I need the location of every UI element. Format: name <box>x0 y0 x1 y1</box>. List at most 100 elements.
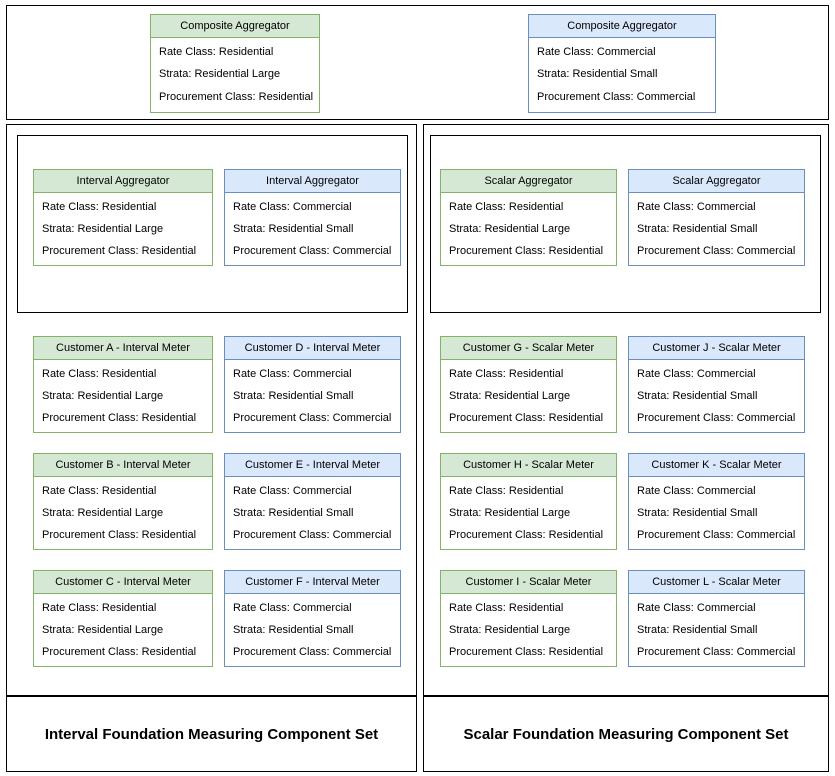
interval-meter-card-attribute: Rate Class: Commercial <box>233 367 352 380</box>
scalar-meter-card-attribute: Procurement Class: Commercial <box>637 528 796 541</box>
scalar-aggregator-card-attribute: Strata: Residential Large <box>449 222 571 235</box>
interval-meter-card-attribute: Rate Class: Residential <box>42 484 157 497</box>
scalar-meter-card-attribute: Rate Class: Commercial <box>637 601 756 614</box>
interval-meter-card-attribute: Procurement Class: Commercial <box>233 528 392 541</box>
interval-meter-card-title: Customer C - Interval Meter <box>34 571 212 594</box>
interval-meter-card-attribute: Strata: Residential Large <box>42 389 164 402</box>
scalar-aggregator-card-title: Scalar Aggregator <box>629 170 804 193</box>
interval-meter-card-title: Customer F - Interval Meter <box>225 571 400 594</box>
interval-meter-card-attribute: Procurement Class: Commercial <box>233 645 392 658</box>
interval-meter-card-attribute: Strata: Residential Large <box>42 623 164 636</box>
interval-aggregator-card-attribute: Strata: Residential Small <box>233 222 354 235</box>
composite-aggregator-card-attribute: Strata: Residential Small <box>537 68 658 81</box>
scalar-meter-card-attribute: Strata: Residential Small <box>637 506 758 519</box>
interval-aggregator-card-title: Interval Aggregator <box>225 170 400 193</box>
scalar-meter-card-title: Customer H - Scalar Meter <box>441 454 616 477</box>
scalar-aggregator-card-attribute: Strata: Residential Small <box>637 222 758 235</box>
interval-set-label: Interval Foundation Measuring Component … <box>44 725 379 743</box>
scalar-meter-card-attribute: Strata: Residential Small <box>637 389 758 402</box>
interval-meter-card-attribute: Rate Class: Residential <box>42 601 157 614</box>
scalar-meter-card-attribute: Strata: Residential Large <box>449 389 571 402</box>
scalar-meter-card-attribute: Strata: Residential Large <box>449 623 571 636</box>
scalar-meter-card-title: Customer J - Scalar Meter <box>629 337 804 360</box>
scalar-meter-card-attribute: Rate Class: Residential <box>449 484 564 497</box>
scalar-meter-card-attribute: Strata: Residential Large <box>449 506 571 519</box>
interval-meter-card-attribute: Rate Class: Residential <box>42 367 157 380</box>
scalar-meter-card-attribute: Strata: Residential Small <box>637 623 758 636</box>
scalar-aggregator-card-attribute: Rate Class: Residential <box>449 200 564 213</box>
interval-meter-card-attribute: Procurement Class: Residential <box>42 528 197 541</box>
interval-meter-card-title: Customer B - Interval Meter <box>34 454 212 477</box>
composite-aggregator-card-attribute: Rate Class: Commercial <box>537 45 656 58</box>
interval-set-footer-region <box>6 696 417 772</box>
scalar-meter-card-title: Customer I - Scalar Meter <box>441 571 616 594</box>
interval-aggregator-card-title: Interval Aggregator <box>34 170 212 193</box>
composite-aggregator-card-attribute: Procurement Class: Commercial <box>537 91 696 104</box>
interval-meter-card-attribute: Strata: Residential Large <box>42 506 164 519</box>
scalar-aggregator-card-attribute: Procurement Class: Residential <box>449 244 604 257</box>
scalar-meter-card-attribute: Rate Class: Residential <box>449 367 564 380</box>
composite-aggregator-card-attribute: Rate Class: Residential <box>159 45 274 58</box>
interval-meter-card-attribute: Procurement Class: Residential <box>42 645 197 658</box>
scalar-aggregator-card-attribute: Procurement Class: Commercial <box>637 244 796 257</box>
scalar-set-footer-region <box>423 696 829 772</box>
scalar-meter-card-attribute: Rate Class: Commercial <box>637 484 756 497</box>
scalar-meter-card-attribute: Rate Class: Residential <box>449 601 564 614</box>
scalar-meter-card-attribute: Procurement Class: Commercial <box>637 645 796 658</box>
interval-aggregator-card-attribute: Rate Class: Commercial <box>233 200 352 213</box>
interval-meter-card-title: Customer A - Interval Meter <box>34 337 212 360</box>
interval-aggregator-card-attribute: Procurement Class: Commercial <box>233 244 392 257</box>
interval-meter-card-title: Customer E - Interval Meter <box>225 454 400 477</box>
scalar-meter-card-attribute: Procurement Class: Commercial <box>637 411 796 424</box>
interval-meter-card-attribute: Strata: Residential Small <box>233 389 354 402</box>
interval-meter-card-attribute: Strata: Residential Small <box>233 506 354 519</box>
scalar-meter-card-title: Customer L - Scalar Meter <box>629 571 804 594</box>
composite-aggregator-card-attribute: Strata: Residential Large <box>159 68 281 81</box>
interval-meter-card-attribute: Rate Class: Commercial <box>233 601 352 614</box>
scalar-aggregator-card-title: Scalar Aggregator <box>441 170 616 193</box>
interval-aggregator-card-attribute: Rate Class: Residential <box>42 200 157 213</box>
interval-aggregator-card-attribute: Procurement Class: Residential <box>42 244 197 257</box>
interval-meter-card-title: Customer D - Interval Meter <box>225 337 400 360</box>
interval-aggregator-card-attribute: Strata: Residential Large <box>42 222 164 235</box>
composite-aggregator-card-attribute: Procurement Class: Residential <box>159 91 314 104</box>
interval-meter-card-attribute: Strata: Residential Small <box>233 623 354 636</box>
